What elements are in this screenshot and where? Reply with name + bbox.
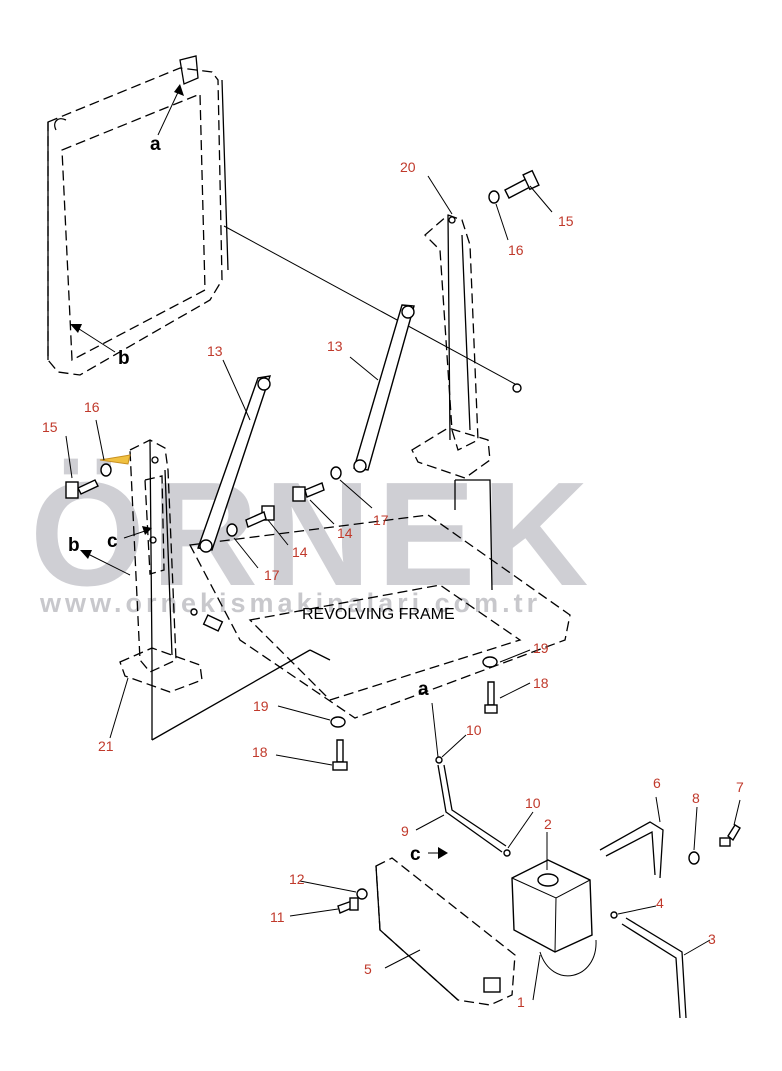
callout-13-right: 13 bbox=[327, 338, 343, 354]
callout-6: 6 bbox=[653, 775, 661, 791]
callout-2: 2 bbox=[544, 816, 552, 832]
callout-14-right: 14 bbox=[337, 525, 353, 541]
watermark-brand: ÖRNEK bbox=[30, 452, 594, 617]
callout-7: 7 bbox=[736, 779, 744, 795]
left-bracket bbox=[119, 439, 203, 693]
watermark-url: www.ornekismakinalari.com.tr bbox=[39, 588, 541, 618]
callout-16-left: 16 bbox=[84, 399, 100, 415]
callout-5: 5 bbox=[364, 961, 372, 977]
callout-14-left: 14 bbox=[292, 544, 308, 560]
callout-19-right: 19 bbox=[533, 640, 549, 656]
callout-17-right: 17 bbox=[373, 512, 389, 528]
right-bracket bbox=[411, 214, 491, 479]
callout-11: 11 bbox=[270, 909, 285, 925]
callout-3: 3 bbox=[708, 931, 716, 947]
ref-b-left: b bbox=[68, 535, 80, 556]
callout-9: 9 bbox=[401, 823, 409, 839]
hardware bbox=[65, 169, 540, 771]
callout-19-left: 19 bbox=[253, 698, 269, 714]
callout-15-left: 15 bbox=[42, 419, 58, 435]
callout-numbers: 1 2 3 4 5 6 7 8 9 10 10 11 12 13 13 14 1… bbox=[42, 159, 744, 1010]
callout-10-upper: 10 bbox=[466, 722, 482, 738]
callout-16-right: 16 bbox=[508, 242, 524, 258]
callout-15-right: 15 bbox=[558, 213, 574, 229]
reserve-tank-assembly bbox=[337, 756, 741, 1019]
callout-1: 1 bbox=[517, 994, 525, 1010]
callout-10-lower: 10 bbox=[525, 795, 541, 811]
ref-a-top: a bbox=[150, 134, 161, 155]
callout-leaders bbox=[65, 175, 741, 1001]
callout-21: 21 bbox=[98, 738, 114, 754]
callout-17-left: 17 bbox=[264, 567, 280, 583]
revolving-frame-caption: REVOLVING FRAME bbox=[302, 606, 455, 623]
callout-8: 8 bbox=[692, 790, 700, 806]
revolving-frame bbox=[151, 479, 571, 741]
ref-b-top: b bbox=[118, 348, 130, 369]
callout-18-left: 18 bbox=[252, 744, 268, 760]
ref-a-bottom: a bbox=[418, 679, 429, 700]
ref-c-left: c bbox=[107, 531, 118, 552]
callout-13-left: 13 bbox=[207, 343, 223, 359]
stay-rods bbox=[197, 304, 415, 553]
radiator-panel bbox=[47, 55, 229, 376]
callout-20: 20 bbox=[400, 159, 416, 175]
leader-line bbox=[223, 225, 516, 385]
callout-18-right: 18 bbox=[533, 675, 549, 691]
callout-12: 12 bbox=[289, 871, 305, 887]
watermark: ÖRNEK www.ornekismakinalari.com.tr bbox=[30, 452, 594, 618]
reference-arrows bbox=[70, 84, 448, 859]
ref-c-bottom: c bbox=[410, 844, 421, 865]
callout-4: 4 bbox=[656, 895, 664, 911]
